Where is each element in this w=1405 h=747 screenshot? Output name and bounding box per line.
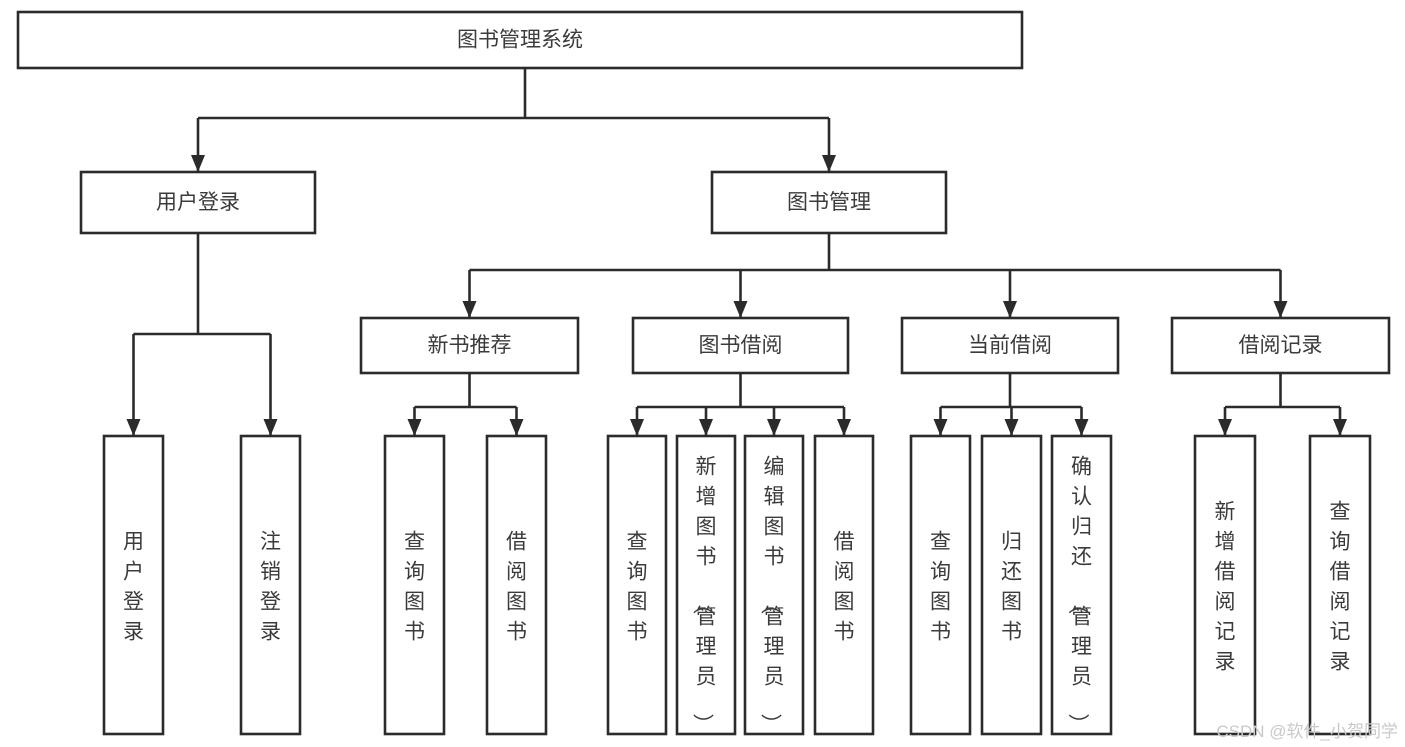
leaf-node-5-label: 查询图书 [627,530,648,643]
leaf-node-5[interactable]: 查询图书 [606,434,668,736]
arrow-head-icon [263,419,278,436]
leaf-node-8[interactable]: 借阅图书 [813,434,875,736]
leaf-node-12-box[interactable] [1193,434,1257,736]
level1-node-1-label: 用户登录 [156,191,240,214]
level2-node-2-label: 图书借阅 [699,334,783,357]
arrow-head-icon [1273,301,1288,318]
leaf-node-4-box[interactable] [485,434,548,736]
leaf-node-1[interactable]: 用户登录 [102,434,165,736]
leaf-node-7-box[interactable] [743,434,805,736]
arrow-head-icon [462,301,477,318]
leaf-node-11[interactable]: 确认归还（管理员） [1050,434,1113,736]
arrow-head-icon [630,419,644,436]
leaf-node-2-box[interactable] [239,434,302,736]
arrow-head-icon [1218,419,1232,436]
leaf-node-13-label: 查询借阅记录 [1330,500,1351,673]
leaf-node-12-label: 新增借阅记录 [1215,500,1236,673]
level2-node-4[interactable]: 借阅记录 [1170,316,1391,375]
arrow-head-icon [1003,301,1017,318]
arrow-head-icon [699,419,713,436]
arrow-head-icon [191,155,205,172]
leaf-node-5-box[interactable] [606,434,668,736]
level2-node-2-box[interactable] [631,316,850,375]
leaf-node-13-box[interactable] [1308,434,1372,736]
leaf-node-9[interactable]: 查询图书 [909,434,972,736]
arrow-head-icon [822,155,836,172]
leaf-node-6-label: 新增图书（管理员） [691,455,717,734]
arrow-head-icon [1074,419,1089,436]
arrow-head-icon [767,419,781,436]
leaf-node-8-label: 借阅图书 [834,530,855,643]
level1-node-1[interactable]: 用户登录 [79,170,317,235]
level1-node-1-box[interactable] [79,170,317,235]
level2-node-1-label: 新书推荐 [428,334,512,357]
nodes-layer: 图书管理系统用户登录图书管理新书推荐图书借阅当前借阅借阅记录用户登录注销登录查询… [16,10,1391,736]
leaf-node-10[interactable]: 归还图书 [980,434,1043,736]
root-node-library-system[interactable]: 图书管理系统 [16,10,1024,70]
level1-node-2-label: 图书管理 [787,191,871,214]
level2-node-4-label: 借阅记录 [1239,334,1323,357]
arrow-head-icon [837,419,851,436]
leaf-node-1-box[interactable] [102,434,165,736]
level2-node-1[interactable]: 新书推荐 [359,316,580,375]
root-node-library-system-label: 图书管理系统 [457,29,583,52]
level2-node-3[interactable]: 当前借阅 [900,316,1120,375]
leaf-node-3[interactable]: 查询图书 [383,434,446,736]
leaf-node-1-label: 用户登录 [123,530,144,643]
leaf-node-7-label: 编辑图书（管理员） [759,455,785,734]
leaf-node-11-box[interactable] [1050,434,1113,736]
leaf-node-12[interactable]: 新增借阅记录 [1193,434,1257,736]
leaf-node-9-box[interactable] [909,434,972,736]
leaf-node-9-label: 查询图书 [930,530,951,643]
leaf-node-3-box[interactable] [383,434,446,736]
leaf-node-3-label: 查询图书 [404,530,425,643]
leaf-node-6-box[interactable] [675,434,737,736]
level2-node-2[interactable]: 图书借阅 [631,316,850,375]
leaf-node-11-label: 确认归还（管理员） [1066,455,1092,734]
leaf-node-7[interactable]: 编辑图书（管理员） [743,434,805,736]
level2-node-3-label: 当前借阅 [968,334,1052,357]
level2-node-1-box[interactable] [359,316,580,375]
arrow-head-icon [126,419,141,436]
arrow-head-icon [1004,419,1019,436]
level1-node-2-box[interactable] [710,170,948,235]
arrow-head-icon [407,419,422,436]
leaf-node-4[interactable]: 借阅图书 [485,434,548,736]
level2-node-3-box[interactable] [900,316,1120,375]
connector-edges-layer [126,68,1347,436]
leaf-node-4-label: 借阅图书 [506,530,527,643]
arrow-head-icon [733,301,748,318]
leaf-node-10-box[interactable] [980,434,1043,736]
leaf-node-2-label: 注销登录 [260,530,281,643]
root-node-library-system-box[interactable] [16,10,1024,70]
arrow-head-icon [1333,419,1347,436]
leaf-node-13[interactable]: 查询借阅记录 [1308,434,1372,736]
leaf-node-2[interactable]: 注销登录 [239,434,302,736]
arrow-head-icon [509,419,524,436]
arrow-head-icon [933,419,948,436]
leaf-node-6[interactable]: 新增图书（管理员） [675,434,737,736]
csdn-watermark: CSDN @软件_小贺同学 [1216,722,1398,741]
level1-node-2[interactable]: 图书管理 [710,170,948,235]
leaf-node-10-label: 归还图书 [1001,530,1022,643]
level2-node-4-box[interactable] [1170,316,1391,375]
leaf-node-8-box[interactable] [813,434,875,736]
